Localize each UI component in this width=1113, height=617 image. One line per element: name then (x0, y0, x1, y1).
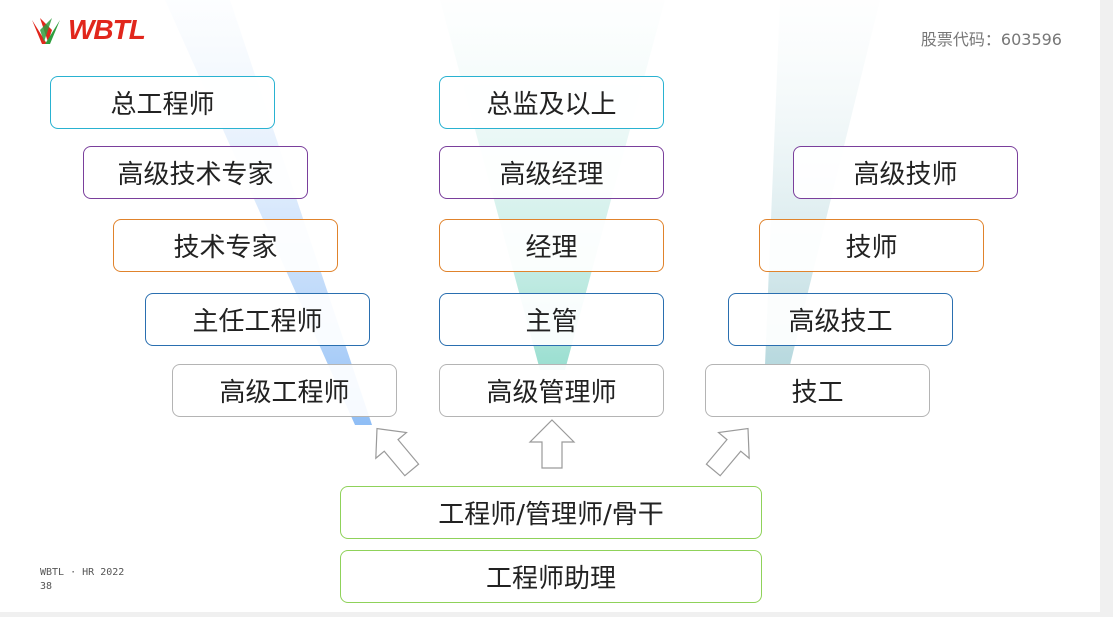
skill-senior-worker: 高级技工 (728, 293, 953, 346)
tech-chief-engineer: 总工程师 (50, 76, 275, 129)
company-logo: WBTL (30, 12, 146, 52)
mgmt-senior-manager: 高级经理 (439, 146, 664, 199)
mgmt-director-and-above: 总监及以上 (439, 76, 664, 129)
arrow-up-icon (528, 419, 576, 469)
mgmt-supervisor: 主管 (439, 293, 664, 346)
mgmt-senior-administrator: 高级管理师 (439, 364, 664, 417)
page-number: 38 (40, 581, 53, 592)
tech-senior-expert: 高级技术专家 (83, 146, 308, 199)
tech-expert: 技术专家 (113, 219, 338, 272)
left-beam (165, 0, 372, 425)
arrow-up-left-icon (375, 427, 420, 477)
skill-senior-technician: 高级技师 (793, 146, 1018, 199)
mgmt-manager: 经理 (439, 219, 664, 272)
tulip-logo-icon (32, 18, 60, 44)
logo-text: WBTL (68, 14, 146, 45)
skill-worker: 技工 (705, 364, 930, 417)
tech-senior-engineer: 高级工程师 (172, 364, 397, 417)
stock-code: 股票代码：603596 (920, 30, 1062, 49)
footer: WBTL · HR 2022 38 (40, 566, 124, 594)
base-engineer-manager-backbone: 工程师/管理师/骨干 (340, 486, 762, 539)
base-assistant-engineer: 工程师助理 (340, 550, 762, 603)
footer-brand: WBTL · HR 2022 (40, 567, 125, 578)
skill-technician: 技师 (759, 219, 984, 272)
tech-principal-engineer: 主任工程师 (145, 293, 370, 346)
arrow-up-right-icon (705, 427, 750, 477)
